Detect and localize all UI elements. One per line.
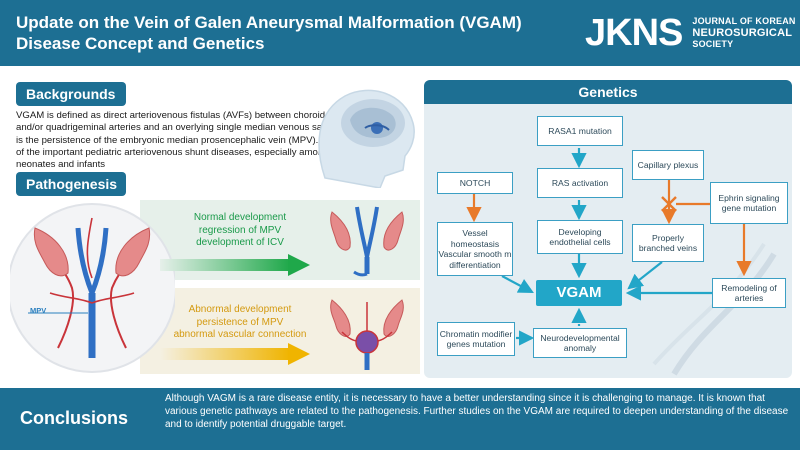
logo-line-1: JOURNAL OF KOREAN: [692, 16, 796, 26]
ras-activation-box: RAS activation: [537, 168, 623, 198]
mpv-circle-illustration: [10, 203, 175, 373]
page-title: Update on the Vein of Galen Aneurysmal M…: [16, 12, 536, 54]
abnormal-line-3: abnormal vascular connection: [173, 329, 307, 340]
abnormal-arrow: [160, 343, 310, 365]
vessel-homeostasis-box: Vessel homeostasis Vascular smooth m dif…: [437, 222, 513, 276]
genetics-arrows: [466, 148, 777, 376]
remodeling-arteries-box: Remodeling of arteries: [712, 278, 786, 308]
head-brain-illustration: [318, 89, 415, 188]
abnormal-vein-illustration: [330, 299, 404, 370]
endothelial-cells-box: Developing endothelial cells: [537, 220, 623, 254]
abnormal-line-1: Abnormal development: [188, 304, 292, 315]
capillary-plexus-box: Capillary plexus: [632, 150, 704, 180]
logo-text: JOURNAL OF KOREAN NEUROSURGICAL SOCIETY: [692, 16, 800, 50]
conclusions-text: Although VAGM is a rare disease entity, …: [165, 393, 789, 431]
normal-arrow: [160, 254, 310, 276]
mpv-label: MPV: [30, 306, 47, 315]
header-banner: [0, 0, 800, 66]
chromatin-mutation-box: Chromatin modifier genes mutation: [437, 322, 515, 356]
abnormal-development-text: Abnormal development persistence of MPV …: [170, 304, 310, 342]
genetics-heading: Genetics: [424, 80, 792, 104]
backgrounds-text: VGAM is defined as direct arteriovenous …: [16, 110, 357, 171]
conclusions-banner: [0, 388, 800, 450]
backgrounds-heading: Backgrounds: [16, 82, 126, 106]
journal-logo: JKNS JOURNAL OF KOREAN NEUROSURGICAL SOC…: [585, 10, 800, 56]
abnormal-line-2: persistence of MPV: [196, 316, 284, 328]
vgam-box: VGAM: [536, 280, 622, 306]
pathogenesis-heading: Pathogenesis: [16, 172, 126, 196]
title-line-2: Disease Concept and Genetics: [16, 34, 265, 53]
branched-veins-box: Properly branched veins: [632, 224, 704, 262]
normal-development-text: Normal development regression of MPV dev…: [175, 212, 305, 250]
notch-box: NOTCH: [437, 172, 513, 194]
ephrin-mutation-box: Ephrin signaling gene mutation: [710, 182, 788, 224]
normal-line-3: development of ICV: [196, 237, 284, 248]
normal-vein-illustration: [330, 206, 404, 277]
title-line-1: Update on the Vein of Galen Aneurysmal M…: [16, 13, 522, 32]
logo-mark: JKNS: [585, 11, 683, 54]
logo-line-3: SOCIETY: [692, 39, 734, 49]
neurodevelopmental-box: Neurodevelopmental anomaly: [533, 328, 627, 358]
conclusions-heading: Conclusions: [20, 408, 129, 428]
logo-line-2: NEUROSURGICAL: [692, 27, 793, 39]
rasa1-mutation-box: RASA1 mutation: [537, 116, 623, 146]
normal-line-2: regression of MPV: [198, 224, 282, 236]
normal-line-1: Normal development: [193, 212, 287, 223]
